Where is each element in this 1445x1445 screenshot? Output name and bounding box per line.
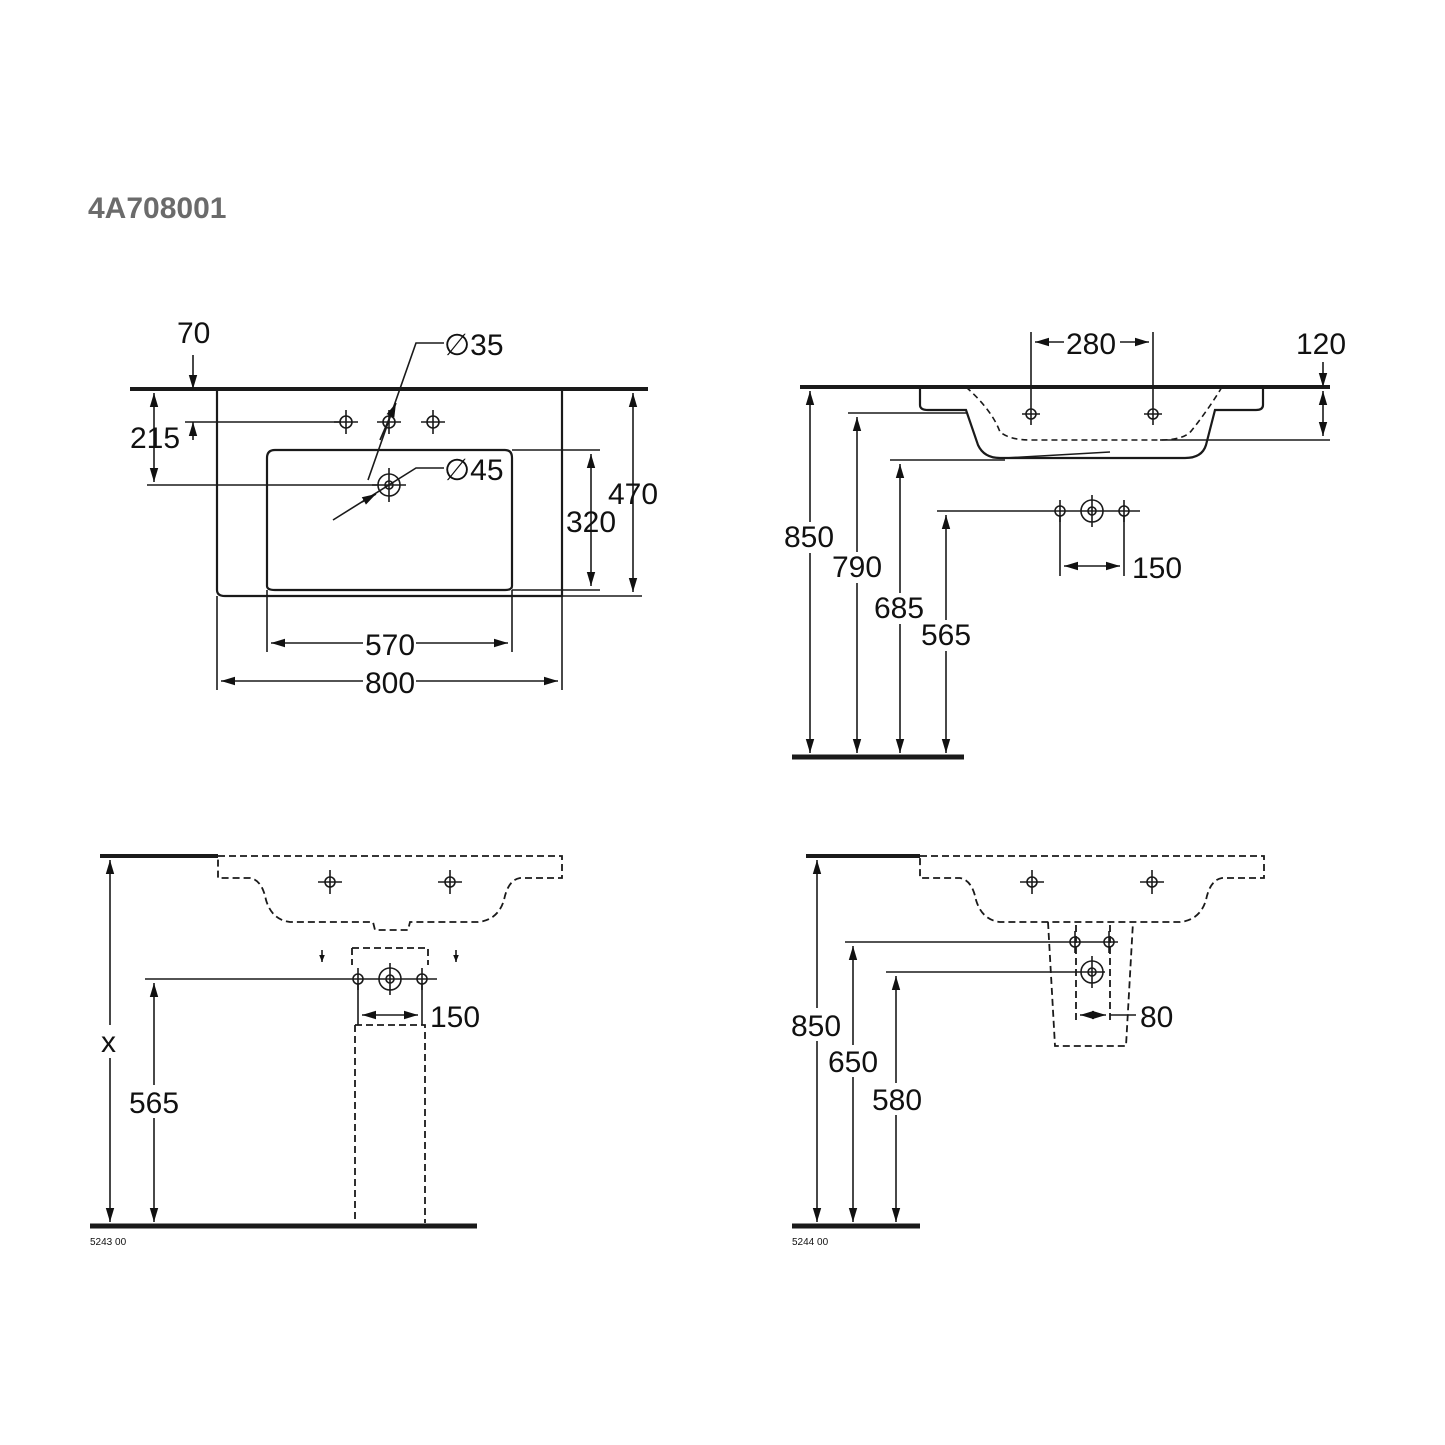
dim-120: 120 [1296,328,1346,361]
drawing-title: 4A708001 [88,192,226,225]
dim-x: x [101,1026,116,1059]
dim-215: 215 [130,422,180,455]
basin-profile [918,385,1265,460]
front-elevation: 280 120 850 790 685 565 [784,328,1346,760]
dim-80: 80 [1140,1001,1173,1034]
dim-685: 685 [874,592,924,625]
dim-150-left: 150 [430,1001,480,1034]
dim-800: 800 [365,667,415,700]
dim-580: 580 [872,1084,922,1117]
top-view: 70 215 ∅35 ∅45 320 470 570 800 [130,317,658,700]
dim-565-right: 565 [921,619,971,652]
tap-marks-right [1020,870,1164,894]
tap-marks [318,870,462,894]
pedestal-view: 150 x 565 5243 00 [90,854,563,1248]
article-code-5244: 5244 00 [792,1237,829,1248]
dim-790: 790 [832,551,882,584]
dim-70: 70 [177,317,210,350]
dim-150-right: 150 [1132,552,1182,585]
dim-dia35: ∅35 [444,329,504,362]
bowl-outline [265,448,514,592]
dim-565-left: 565 [129,1087,179,1120]
basin-outline [215,387,564,598]
dim-470: 470 [608,478,658,511]
tap-hole-right [421,410,445,434]
dim-570: 570 [365,629,415,662]
semi-pedestal-view: 80 850 650 580 5244 00 [791,854,1265,1248]
dim-650: 650 [828,1046,878,1079]
dim-280: 280 [1066,328,1116,361]
dim-850-right: 850 [784,521,834,554]
tap-hole-marks [1022,408,1162,420]
dim-320: 320 [566,506,616,539]
article-code-5243: 5243 00 [90,1237,127,1248]
dim-dia45: ∅45 [444,454,504,487]
dim-850-left: 850 [791,1010,841,1043]
